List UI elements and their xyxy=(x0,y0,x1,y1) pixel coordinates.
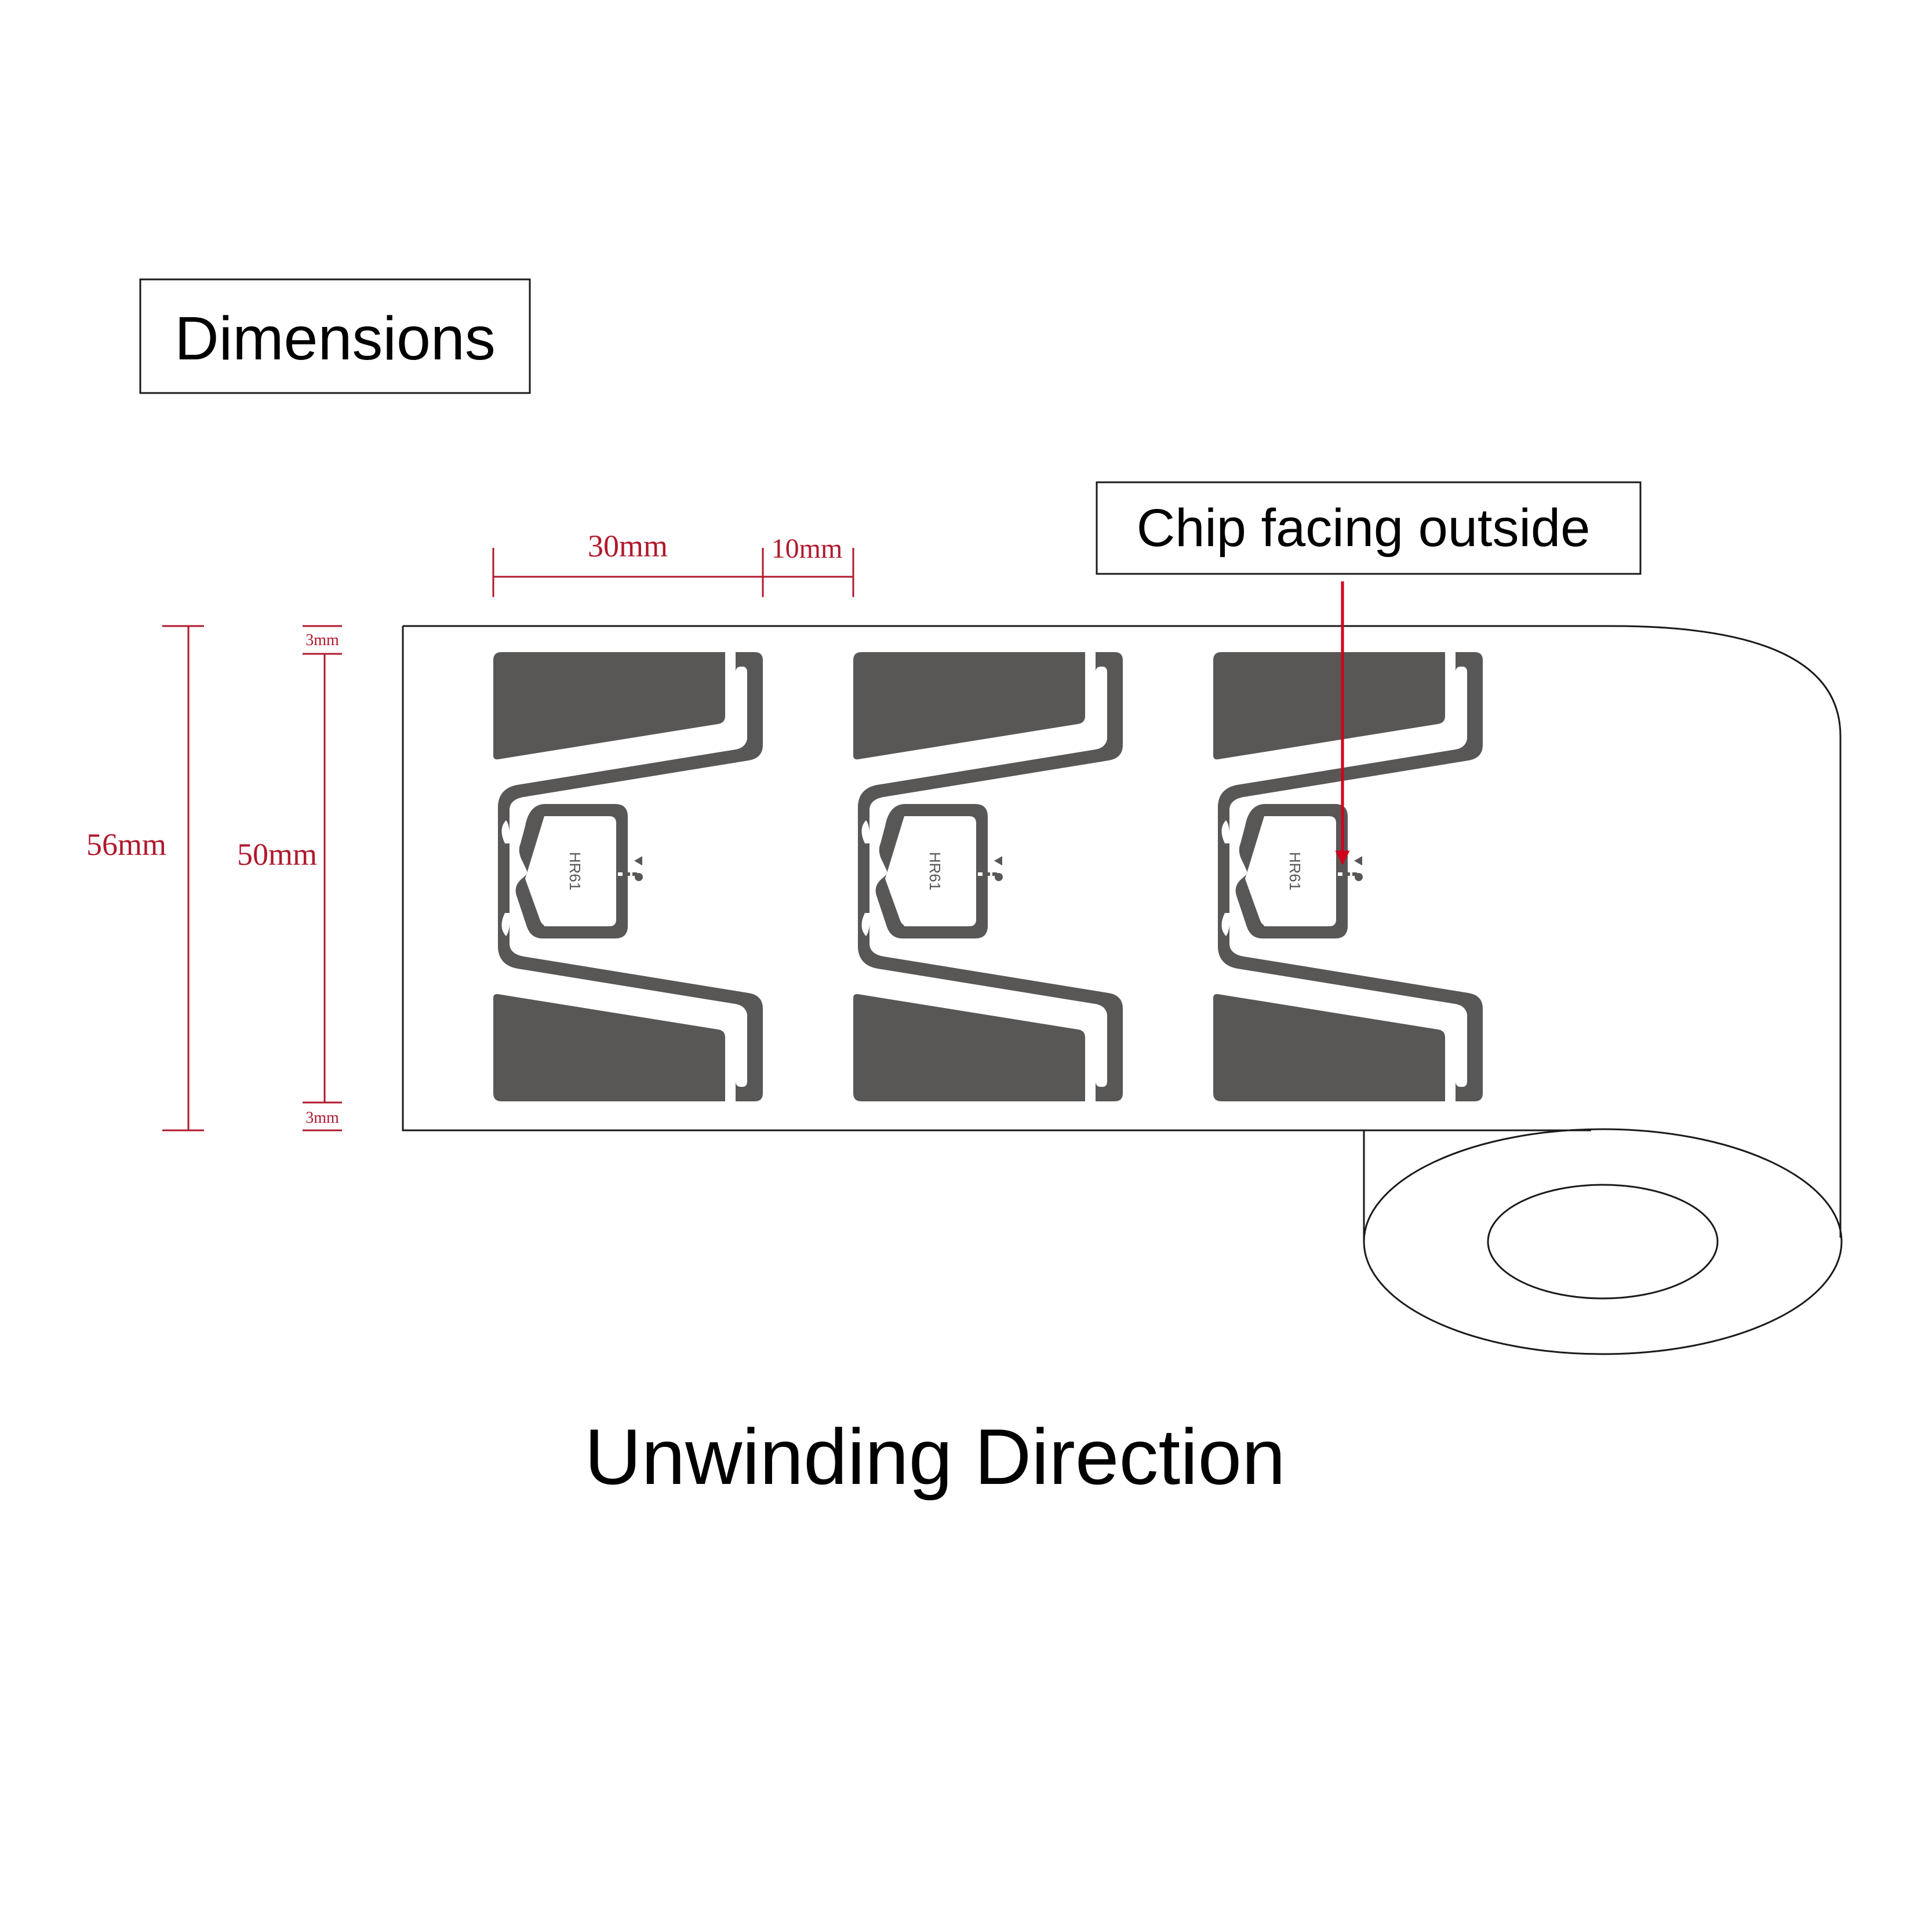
roll-core-ellipse xyxy=(1487,1184,1719,1300)
chip-label: HR61 xyxy=(566,852,584,890)
direction-label: Unwinding Direction xyxy=(584,1413,1285,1501)
label-width-text: 30mm xyxy=(588,529,668,563)
callout-text: Chip facing outside xyxy=(1137,499,1591,558)
liner-height-text: 56mm xyxy=(86,827,166,862)
chip-label: HR61 xyxy=(1286,852,1304,890)
chip-label: HR61 xyxy=(926,852,944,890)
rfid-inlay-3: HR61 xyxy=(1213,652,1483,1101)
title-box xyxy=(139,278,531,394)
rfid-inlay-2: HR61 xyxy=(853,652,1123,1101)
callout-box xyxy=(1096,481,1642,575)
liner-strip-outline xyxy=(402,626,1591,1131)
margin-top-text: 3mm xyxy=(305,631,339,649)
rfid-inlay-1: HR61 xyxy=(493,652,763,1101)
liner-strip-top-edge xyxy=(403,625,1842,1238)
label-gap-text: 10mm xyxy=(772,533,843,564)
roll-outer-ellipse xyxy=(1363,1128,1843,1355)
height-dimension xyxy=(162,625,342,1131)
margin-bottom-text: 3mm xyxy=(305,1109,339,1127)
label-height-text: 50mm xyxy=(237,837,317,872)
width-dimension xyxy=(492,548,854,597)
page-title: Dimensions xyxy=(174,304,496,373)
